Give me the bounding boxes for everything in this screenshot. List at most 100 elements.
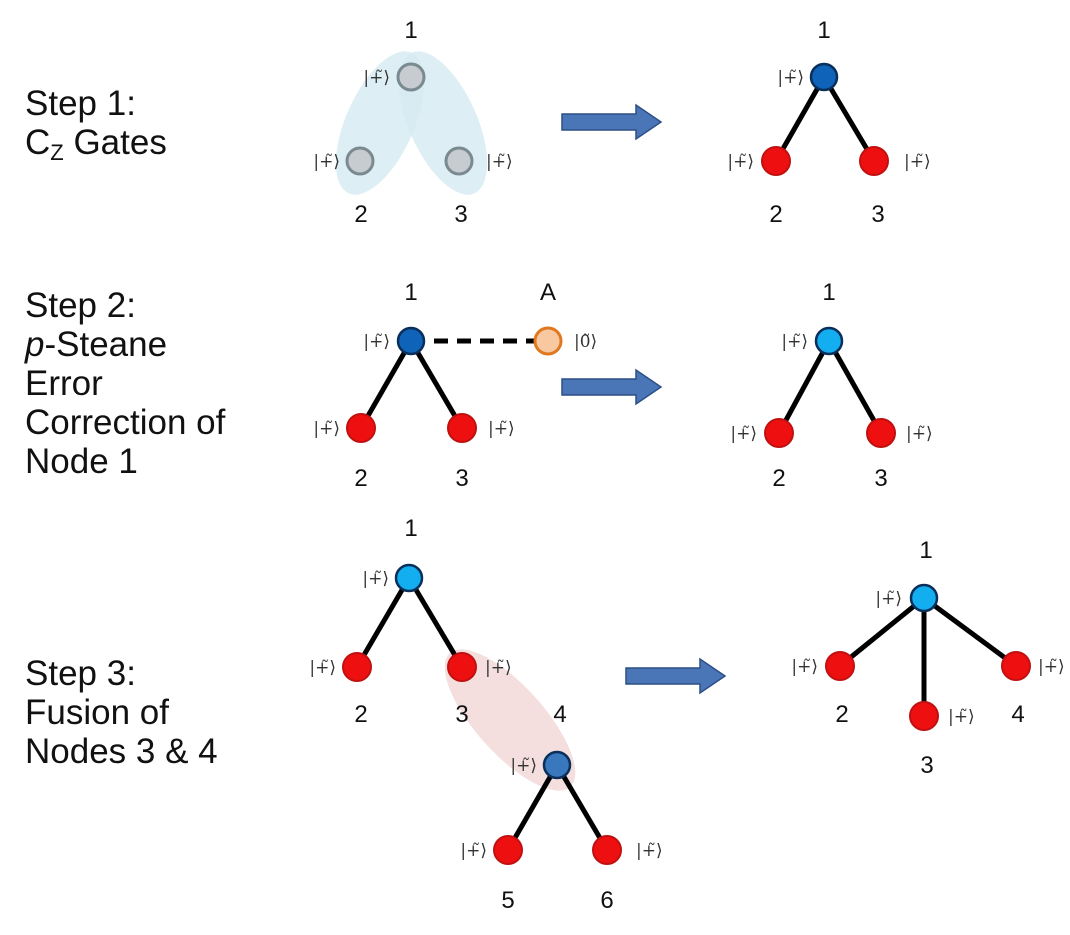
ket-node-1: |+̃⟩ [363,68,390,88]
step2-line-correction: Correction of [25,403,226,442]
node-3-grey [444,146,474,176]
node-6-red [592,835,622,865]
ket-ancilla: |0̃⟩ [574,332,597,352]
edge-1-3 [821,75,877,163]
node-4-red [1001,651,1031,681]
node-2-red [346,413,376,443]
edge-1-3 [826,339,884,435]
step2-title: Step 2: [25,286,136,325]
step3-result-graph: 1 2 3 4 |+̃⟩ |+̃⟩ |+̃⟩ |+̃⟩ [791,537,1064,779]
edge-1-2 [773,75,827,163]
ket-node-3: |+̃⟩ [906,424,933,444]
ket-node-4: |+̃⟩ [1038,657,1065,677]
label-node-2: 2 [354,701,367,728]
label-node-2: 2 [772,465,785,492]
ket-node-1: |+̃⟩ [362,569,389,589]
node-3-red [859,146,889,176]
edge-1-4 [922,595,1018,669]
label-node-6: 6 [600,887,613,914]
step1-label: Step 1: CZ Gates [25,84,167,166]
step3-line-fusion: Fusion of [25,693,169,732]
label-node-3: 3 [455,701,468,728]
ket-node-2: |+̃⟩ [730,424,757,444]
label-node-2: 2 [769,201,782,228]
gate-prefix: C [25,123,51,162]
label-node-4: 4 [1011,701,1024,728]
ket-node-2: |+̃⟩ [313,152,340,172]
ket-node-2: |+̃⟩ [309,658,336,678]
label-ancilla: A [540,279,556,306]
ket-node-1: |+̃⟩ [875,589,902,609]
edge-1-2 [358,339,414,430]
node-1-light-blue [909,583,939,613]
node-2-red [825,651,855,681]
node-2-red [764,418,794,448]
label-node-3: 3 [920,752,933,779]
node-1-light-blue [814,326,844,356]
ket-node-3: |+̃⟩ [485,658,512,678]
label-node-3: 3 [455,465,468,492]
label-node-3: 3 [874,465,887,492]
label-node-5: 5 [501,887,514,914]
label-node-4: 4 [553,701,566,728]
step2-result-graph: 1 2 3 |+̃⟩ |+̃⟩ |+̃⟩ [730,279,932,492]
node-2-red [342,652,372,682]
steane-text: -Steane [44,325,168,364]
right-arrow-icon [561,103,663,141]
edge-1-3 [406,576,465,669]
edge-4-5 [505,763,560,852]
gate-suffix: Gates [63,123,167,162]
step3-line-nodes: Nodes 3 & 4 [25,732,218,771]
label-node-2: 2 [354,465,367,492]
ket-node-1: |+̃⟩ [777,68,804,88]
edge-1-2 [776,339,832,435]
node-3-red [909,701,939,731]
edge-1-3 [408,339,465,430]
edge-1-2 [838,596,926,668]
ket-node-2: |+̃⟩ [727,152,754,172]
step2-initial-graph: 1 A 2 3 |+̃⟩ |0̃⟩ |+̃⟩ |+̃⟩ [313,279,597,492]
node-1-dark-blue [396,326,426,356]
node-3-red [447,413,477,443]
ket-node-2: |+̃⟩ [313,419,340,439]
node-1-grey [396,62,426,92]
ket-node-3: |+̃⟩ [488,419,515,439]
edge-1-2 [354,576,412,669]
label-node-1: 1 [404,515,417,542]
label-node-1: 1 [822,279,835,306]
label-node-1: 1 [817,17,830,44]
edge-4-6 [554,763,610,852]
step3-initial-graphs: 1 2 3 4 5 6 |+̃⟩ |+̃⟩ |+̃⟩ |+̃⟩ |+̃⟩ |+̃… [309,515,662,914]
node-4-blue [542,750,572,780]
ancilla-node-orange [533,326,563,356]
label-node-1: 1 [919,537,932,564]
ket-node-1: |+̃⟩ [781,332,808,352]
step3-title: Step 3: [25,654,136,693]
node-1-light-blue [394,563,424,593]
step3-label: Step 3: Fusion of Nodes 3 & 4 [25,654,218,771]
node-2-grey [345,146,375,176]
ket-node-1: |+̃⟩ [363,332,390,352]
label-node-1: 1 [404,17,417,44]
label-node-3: 3 [871,201,884,228]
step2-label: Step 2: p-Steane Error Correction of Nod… [25,286,225,481]
ket-node-4: |+̃⟩ [510,756,537,776]
step1-gate-label: CZ Gates [25,123,167,166]
fusion-ellipse-3-4 [444,649,576,791]
ket-node-2: |+̃⟩ [791,657,818,677]
step1-initial-graph: 1 2 3 |+̃⟩ |+̃⟩ |+̃⟩ [313,17,512,228]
step2-line-error: Error [25,364,103,403]
label-node-2: 2 [354,201,367,228]
ket-node-5: |+̃⟩ [460,841,487,861]
node-2-red [761,146,791,176]
right-arrow-icon [561,368,663,406]
gate-subscript: Z [50,140,64,165]
node-3-red [866,418,896,448]
node-1-dark-blue [809,62,839,92]
node-3-red [447,652,477,682]
label-node-3: 3 [454,201,467,228]
right-arrow-icon [625,657,727,695]
ket-node-6: |+̃⟩ [636,841,663,861]
